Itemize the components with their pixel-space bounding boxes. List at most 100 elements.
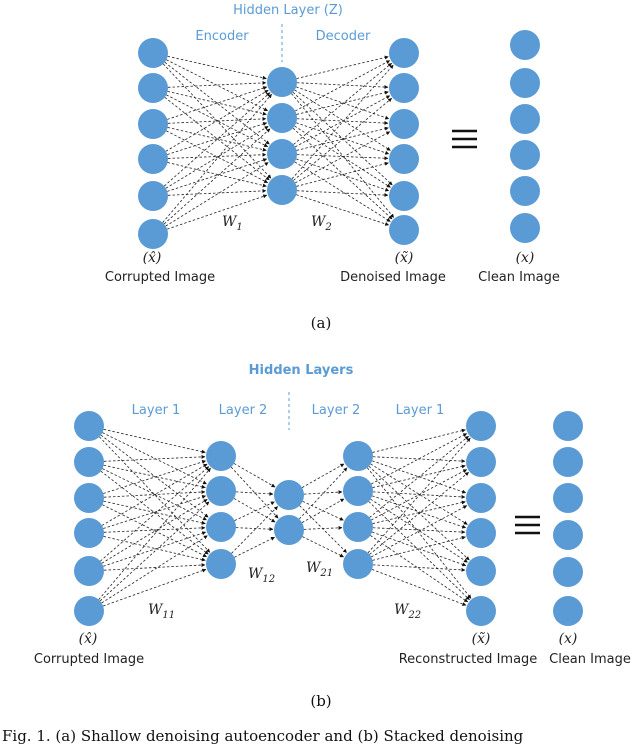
b4-edge-2-4 xyxy=(371,531,467,567)
layer1-right-label: Layer 1 xyxy=(396,403,445,418)
b-layer5-node1 xyxy=(553,447,583,477)
dec-edge-2-4 xyxy=(296,158,390,192)
a-layer3-node1 xyxy=(510,68,540,98)
b1-edge-3-0 xyxy=(101,463,208,526)
enc-edge-4-3 xyxy=(167,188,267,196)
b1-edge-4-2 xyxy=(103,531,207,567)
b-layer5-node5 xyxy=(553,596,583,626)
b1-edge-2-2 xyxy=(103,500,206,525)
clean-symbol-b: (x) xyxy=(559,631,578,647)
b1-edge-0-2 xyxy=(100,434,209,518)
b-layer1-node3 xyxy=(206,549,236,579)
corrupted-label-a: Corrupted Image xyxy=(105,270,215,285)
equivalence-symbol-b xyxy=(515,515,540,535)
b-layer5-node0 xyxy=(553,411,583,441)
a-layer3-node0 xyxy=(510,30,540,60)
b-layer0-node3 xyxy=(74,518,104,548)
b-layer1-node1 xyxy=(206,476,236,506)
reconstructed-label: Reconstructed Image xyxy=(399,652,538,667)
dec-edge-1-1 xyxy=(296,90,389,115)
caption-b: (b) xyxy=(310,692,331,710)
b4-edge-2-5 xyxy=(370,535,469,603)
b1-edge-2-0 xyxy=(103,460,207,494)
a-layer3-node2 xyxy=(510,104,540,134)
b-layer0-node4 xyxy=(74,556,104,586)
a-layer0-node2 xyxy=(138,109,168,139)
b2-edge-2-0 xyxy=(234,501,275,521)
b-layer2-node1 xyxy=(274,515,304,545)
b4-edge-1-0 xyxy=(371,433,468,485)
b-layer3-node3 xyxy=(343,549,373,579)
weight-w12: W12 xyxy=(248,566,275,585)
weight-w22: W22 xyxy=(394,602,421,621)
layer1-left-label: Layer 1 xyxy=(132,403,181,418)
a-layer2-node5 xyxy=(389,215,419,245)
b-layer2-node0 xyxy=(274,480,304,510)
b4-edge-0-3 xyxy=(370,463,468,525)
hidden-layer-title-a: Hidden Layer (Z) xyxy=(233,3,343,18)
a-layer1-node0 xyxy=(267,67,297,97)
weight-w21: W21 xyxy=(306,560,333,579)
a-layer0-node3 xyxy=(138,144,168,174)
b3-edge-1-1 xyxy=(301,498,345,523)
b1-edge-4-3 xyxy=(103,563,206,571)
b-layer4-node0 xyxy=(466,411,496,441)
dec-edge-1-2 xyxy=(296,118,389,126)
b1-edge-2-3 xyxy=(102,504,207,558)
b-layer5-node3 xyxy=(553,520,583,550)
b4-edge-3-3 xyxy=(372,535,466,561)
dec-edge-1-4 xyxy=(294,125,391,188)
b1-edge-1-2 xyxy=(102,468,207,521)
a-layer2-node2 xyxy=(389,109,419,139)
b2-edge-0-0 xyxy=(233,463,276,488)
enc-edge-5-0 xyxy=(162,93,272,223)
b4-edge-1-3 xyxy=(372,495,467,529)
b1-edge-1-3 xyxy=(100,470,209,555)
edges-b xyxy=(98,428,472,607)
weight-w2: W2 xyxy=(311,214,332,233)
enc-edge-2-2 xyxy=(167,127,267,152)
b4-edge-3-2 xyxy=(371,505,468,558)
b1-edge-3-3 xyxy=(103,536,206,562)
b4-edge-3-4 xyxy=(372,564,466,572)
a-layer0-node0 xyxy=(138,38,168,68)
hidden-layers-title-b: Hidden Layers xyxy=(249,363,354,378)
enc-edge-0-0 xyxy=(167,55,267,80)
caption-a: (a) xyxy=(311,314,332,332)
weight-w11: W11 xyxy=(148,602,175,621)
b4-edge-1-4 xyxy=(370,498,468,563)
enc-edge-1-2 xyxy=(166,94,269,148)
b-layer4-node5 xyxy=(466,596,496,626)
enc-edge-2-0 xyxy=(167,86,268,120)
enc-edge-3-0 xyxy=(165,89,269,152)
dec-edge-3-4 xyxy=(296,190,389,198)
b2-edge-1-1 xyxy=(233,498,276,523)
a-layer3-node4 xyxy=(510,176,540,206)
enc-edge-4-2 xyxy=(167,158,268,192)
corrupted-symbol-a: (x̂) xyxy=(143,250,162,266)
b4-edge-2-2 xyxy=(372,500,466,524)
b4-edge-1-1 xyxy=(372,464,466,488)
b-layer0-node5 xyxy=(74,596,104,626)
a-layer3-node3 xyxy=(510,140,540,170)
dec-edge-3-5 xyxy=(296,194,390,226)
dec-edge-0-3 xyxy=(294,89,391,151)
enc-edge-5-2 xyxy=(165,162,269,227)
dec-edge-3-0 xyxy=(291,64,394,180)
b-layer4-node1 xyxy=(466,447,496,477)
b-layer5-node2 xyxy=(553,483,583,513)
encoder-label: Encoder xyxy=(195,29,249,44)
dec-edge-1-3 xyxy=(296,122,390,155)
enc-edge-3-3 xyxy=(167,162,267,188)
dec-edge-3-1 xyxy=(293,97,392,181)
b1-edge-1-1 xyxy=(103,464,206,489)
a-layer1-node1 xyxy=(267,103,297,133)
denoised-label: Denoised Image xyxy=(340,270,446,285)
b3-edge-1-2 xyxy=(303,525,343,530)
b1-edge-3-2 xyxy=(103,525,206,533)
a-layer2-node3 xyxy=(389,144,419,174)
b1-edge-4-1 xyxy=(101,498,208,564)
b4-edge-0-0 xyxy=(372,428,466,453)
enc-edge-2-3 xyxy=(166,130,269,184)
